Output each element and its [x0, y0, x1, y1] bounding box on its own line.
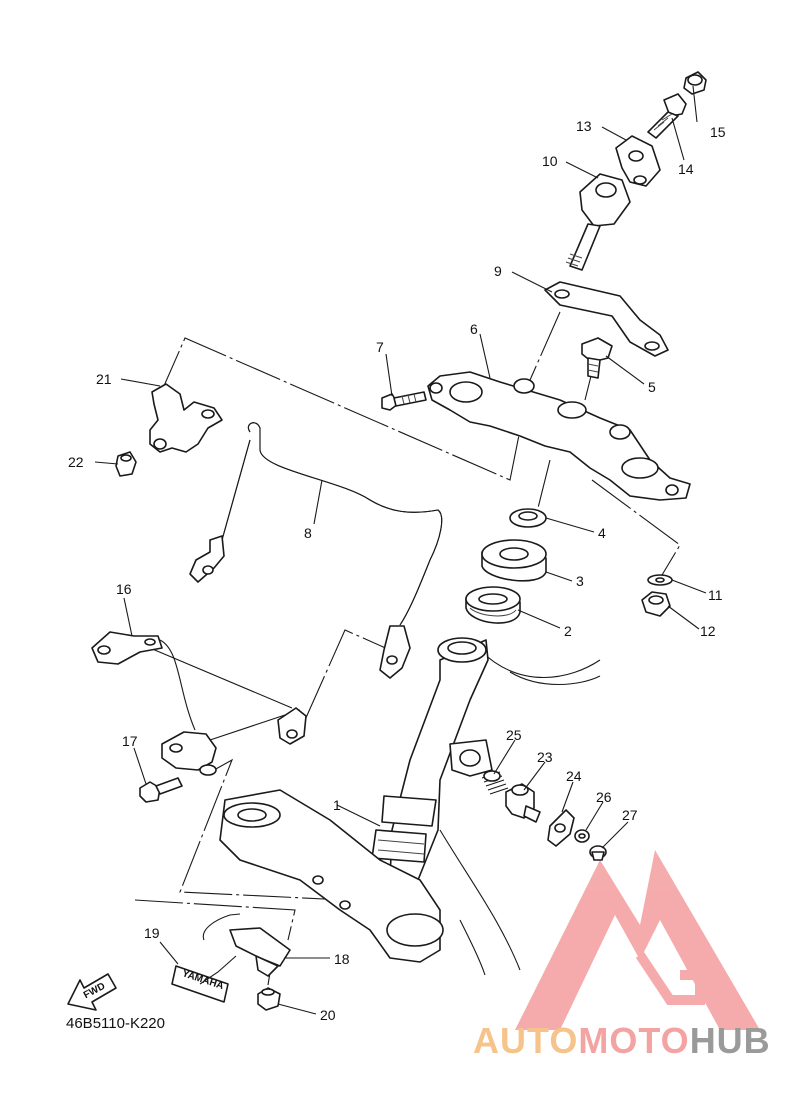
callout-2: 2: [564, 623, 572, 639]
callout-3: 3: [576, 573, 584, 589]
part-9-plate: [544, 281, 669, 357]
callout-17: 17: [122, 733, 138, 749]
part-22-bolt: [115, 451, 137, 477]
callout-13: 13: [576, 118, 592, 134]
watermark-text: AUTOMOTOHUB: [473, 1020, 771, 1062]
part-2-bearing: [465, 586, 521, 624]
part-4-ring-nut: [509, 508, 547, 528]
callout-18: 18: [334, 951, 350, 967]
callout-25: 25: [506, 727, 522, 743]
callout-19: 19: [144, 925, 160, 941]
callout-9: 9: [494, 263, 502, 279]
callout-11: 11: [708, 587, 723, 603]
part-3-bearing-cover: [481, 539, 547, 582]
callout-12: 12: [700, 623, 716, 639]
callout-22: 22: [68, 454, 84, 470]
callout-21: 21: [96, 371, 112, 387]
part-26-washer: [574, 829, 590, 843]
part-6-upper-bracket: [427, 371, 691, 501]
part-14-bolt: [647, 93, 687, 139]
leader-lines: [94, 85, 707, 1015]
part-11-washer: [647, 574, 673, 586]
callout-20: 20: [320, 1007, 336, 1023]
part-27-rivet: [589, 845, 607, 861]
steering-stem-frame: [219, 637, 601, 976]
watermark-hub: HUB: [689, 1020, 771, 1061]
part-24-plate: [547, 809, 575, 847]
diagram-code: 46B5110-K220: [66, 1015, 165, 1032]
callout-8: 8: [304, 525, 312, 541]
watermark-auto: AUTO: [473, 1020, 579, 1061]
part-25-spring: [481, 770, 509, 795]
callout-27: 27: [622, 807, 638, 823]
callout-14: 14: [678, 161, 694, 177]
callout-5: 5: [648, 379, 656, 395]
part-10-handlebar-holder-lower: [565, 173, 631, 271]
callout-6: 6: [470, 321, 478, 337]
part-15-cap-nut: [683, 71, 707, 95]
part-7-bolt: [381, 391, 427, 411]
part-20-bolt: [257, 987, 281, 1011]
watermark-moto: MOTO: [578, 1020, 690, 1061]
part-17-bolt: [139, 777, 183, 803]
callout-10: 10: [542, 153, 558, 169]
fwd-arrow-icon: FWD: [67, 973, 117, 1011]
part-13-handlebar-holder-upper: [615, 135, 661, 187]
part-8-cable-brace: [189, 422, 443, 679]
part-5-bolt: [581, 337, 613, 379]
callout-4: 4: [598, 525, 606, 541]
part-12-nut: [641, 591, 671, 617]
part-21-bracket: [149, 383, 223, 453]
callouts: 1 2 3 4 5 6 7 8 9 10 11 12 13 14 15 16 1…: [68, 118, 726, 1023]
part-18-cable-guide: [202, 913, 291, 977]
callout-24: 24: [566, 768, 582, 784]
callout-26: 26: [596, 789, 612, 805]
watermark-logo: [515, 850, 760, 1030]
part-23-lock: [505, 783, 541, 823]
callout-15: 15: [710, 124, 726, 140]
callout-7: 7: [376, 339, 384, 355]
callout-23: 23: [537, 749, 553, 765]
callout-1: 1: [333, 797, 341, 813]
part-16-brace: [91, 631, 307, 776]
callout-16: 16: [116, 581, 132, 597]
